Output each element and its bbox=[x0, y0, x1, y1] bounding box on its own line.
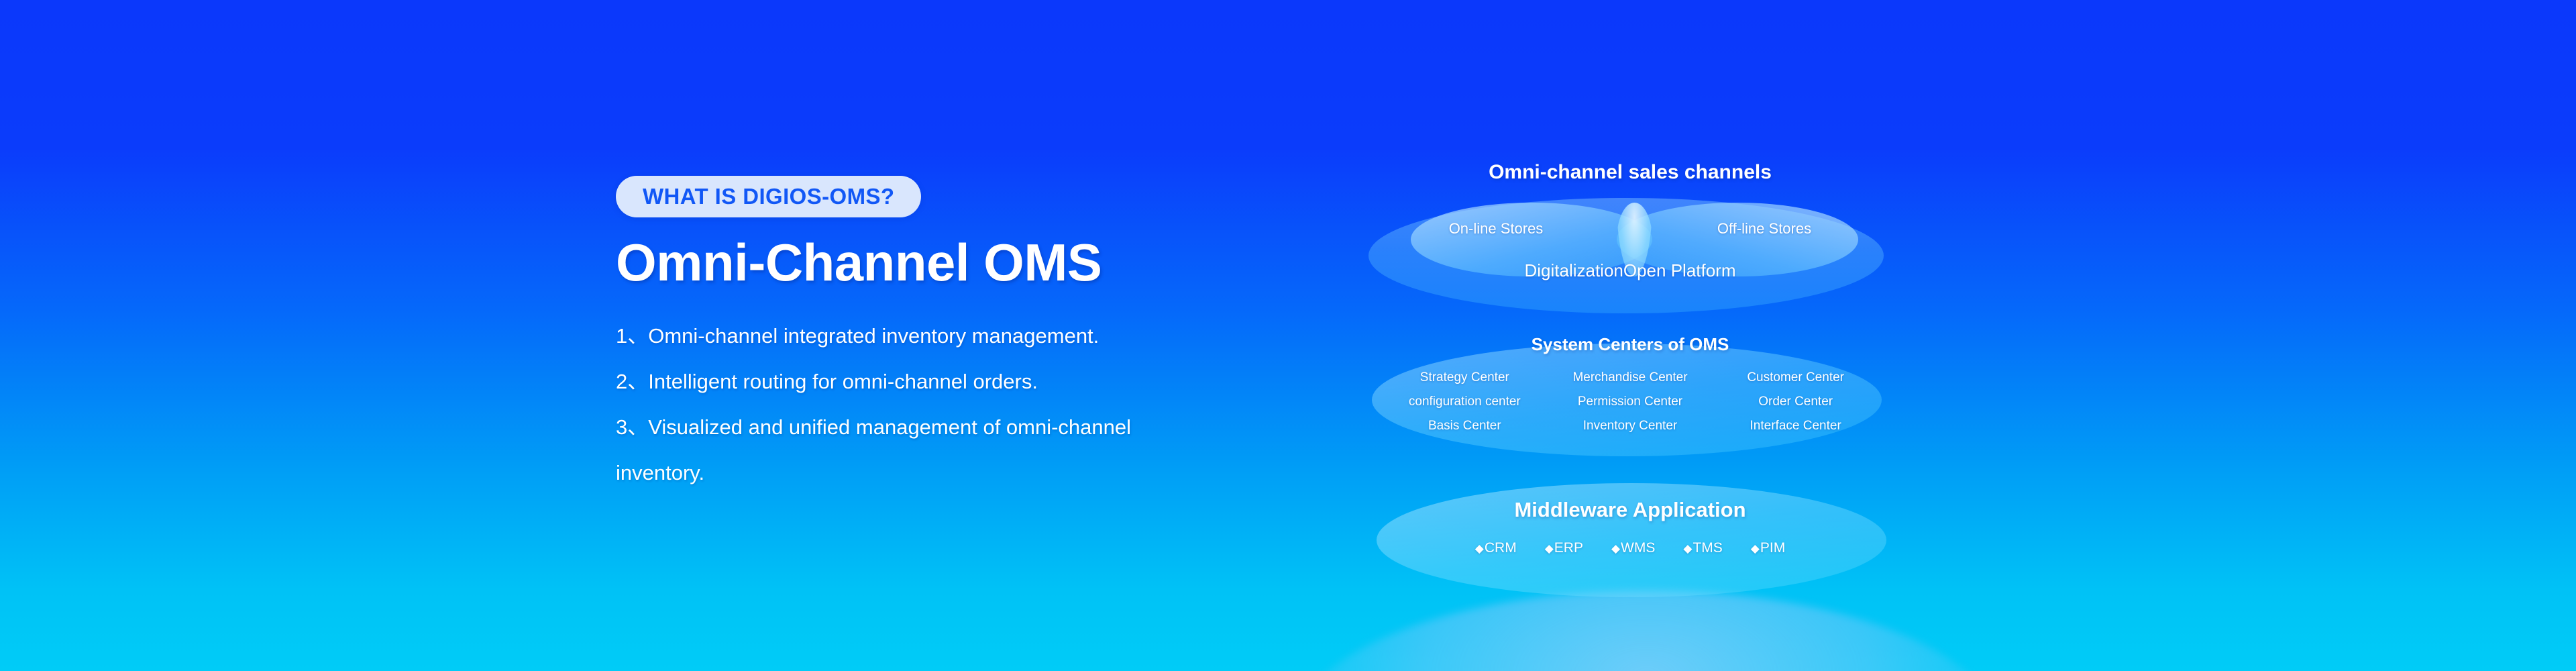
system-center-item: Basis Center bbox=[1428, 419, 1501, 433]
middleware-item-label: WMS bbox=[1621, 540, 1656, 556]
feature-list: 1、Omni-channel integrated inventory mana… bbox=[616, 313, 1240, 496]
diamond-icon: ◆ bbox=[1611, 542, 1621, 555]
middleware-item-label: ERP bbox=[1554, 540, 1583, 556]
online-stores-label: On-line Stores bbox=[1448, 220, 1544, 237]
system-center-item: Order Center bbox=[1758, 395, 1833, 409]
feature-item: 3、Visualized and unified management of o… bbox=[616, 415, 1132, 484]
section-badge: WHAT IS DIGIOS-OMS? bbox=[616, 176, 922, 217]
middleware-title: Middleware Application bbox=[1514, 498, 1746, 521]
middleware-item-label: CRM bbox=[1484, 540, 1517, 556]
system-centers-group: System Centers of OMS Strategy Center Me… bbox=[1362, 329, 1898, 456]
offline-stores-label: Off-line Stores bbox=[1717, 220, 1812, 237]
offline-stores-ellipse bbox=[1617, 203, 1858, 276]
system-center-item: Merchandise Center bbox=[1572, 370, 1688, 384]
system-center-item: Permission Center bbox=[1577, 395, 1683, 409]
online-stores-ellipse bbox=[1411, 203, 1652, 276]
oms-architecture-diagram: Omni-channel sales channels On-line Stor… bbox=[1362, 161, 1898, 604]
system-center-item: Interface Center bbox=[1750, 419, 1841, 433]
middleware-item-label: PIM bbox=[1760, 540, 1786, 556]
middleware-ellipse bbox=[1377, 483, 1886, 597]
diamond-icon: ◆ bbox=[1750, 542, 1760, 555]
diamond-icon: ◆ bbox=[1683, 542, 1693, 555]
middleware-item: ◆TMS bbox=[1683, 540, 1722, 556]
feature-item: 2、Intelligent routing for omni-channel o… bbox=[616, 369, 1038, 393]
diamond-icon: ◆ bbox=[1544, 542, 1554, 555]
hero-text-column: WHAT IS DIGIOS-OMS? Omni-Channel OMS 1、O… bbox=[616, 176, 1240, 496]
sales-channels-title: Omni-channel sales channels bbox=[1489, 161, 1772, 183]
system-center-item: Customer Center bbox=[1747, 370, 1844, 384]
diamond-icon: ◆ bbox=[1474, 542, 1484, 555]
system-centers-ellipse bbox=[1372, 344, 1882, 456]
feature-item: 1、Omni-channel integrated inventory mana… bbox=[616, 323, 1099, 348]
system-center-item: Inventory Center bbox=[1582, 419, 1678, 433]
middleware-item-label: TMS bbox=[1693, 540, 1723, 556]
sales-channels-group: Omni-channel sales channels On-line Stor… bbox=[1362, 161, 1898, 315]
system-center-item: Strategy Center bbox=[1419, 370, 1509, 384]
platform-label: DigitalizationOpen Platform bbox=[1524, 260, 1736, 280]
middleware-items-row: ◆CRM ◆ERP ◆WMS ◆TMS ◆PIM bbox=[1362, 540, 1898, 556]
middleware-item: ◆PIM bbox=[1751, 540, 1785, 556]
system-centers-title: System Centers of OMS bbox=[1531, 334, 1729, 354]
page-title: Omni-Channel OMS bbox=[616, 233, 1102, 292]
middleware-group: Middleware Application ◆CRM ◆ERP ◆WMS ◆T… bbox=[1362, 470, 1898, 604]
section-badge-label: WHAT IS DIGIOS-OMS? bbox=[643, 184, 895, 209]
middleware-item: ◆ERP bbox=[1545, 540, 1583, 556]
system-centers-grid: Strategy Center Merchandise Center Custo… bbox=[1382, 366, 1878, 438]
middleware-item: ◆CRM bbox=[1475, 540, 1517, 556]
system-center-item: configuration center bbox=[1408, 395, 1521, 409]
middleware-item: ◆WMS bbox=[1611, 540, 1655, 556]
